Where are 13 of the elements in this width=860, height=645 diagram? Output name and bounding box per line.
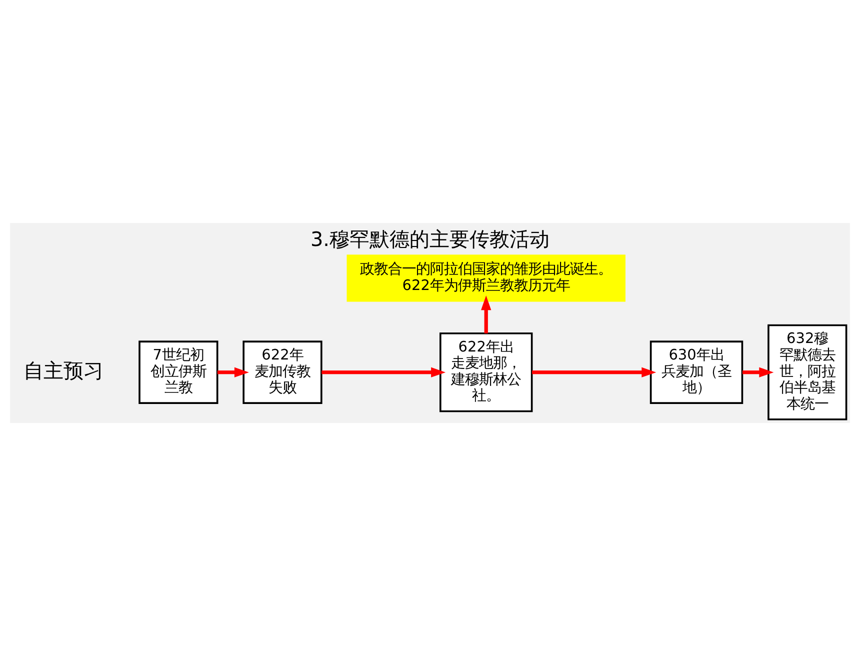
label: 自主预习 (23, 358, 104, 382)
diagram-title: 3.穆罕默德的主要传教活动 (310, 228, 550, 251)
node-box: 632穆罕默德去世，阿拉伯半岛基本统一 (768, 324, 848, 420)
arrow (322, 366, 446, 377)
node-box: 7世纪初创立伊斯兰教 (138, 340, 218, 404)
node-box: 622年麦加传教失败 (242, 340, 322, 404)
arrow (481, 295, 492, 333)
arrow (217, 366, 249, 377)
arrow (742, 366, 774, 377)
node-box: 政教合一的阿拉伯国家的雏形由此诞生。 622年为伊斯兰教教历元年 (346, 254, 626, 302)
node-box: 622年出走麦地那，建穆斯林公社。 (440, 332, 533, 412)
node-box: 630年出兵麦加（圣地） (650, 340, 744, 404)
arrow (532, 366, 656, 377)
